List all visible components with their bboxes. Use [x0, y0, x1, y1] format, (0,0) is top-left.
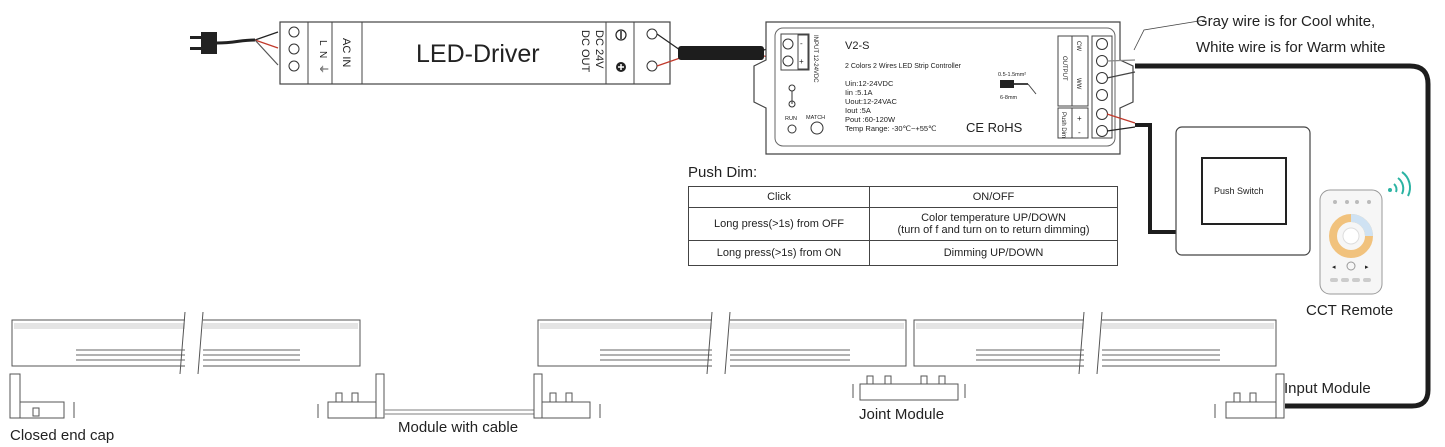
- spec-line-1: Uin:12-24VDC: [845, 79, 894, 88]
- joint-module-label: Joint Module: [859, 406, 945, 423]
- joint-module: [852, 375, 966, 401]
- antenna-icon: [788, 84, 796, 108]
- svg-text:▸: ▸: [1365, 264, 1369, 271]
- table-row: Long press(>1s) from ON Dimming UP/DOWN: [688, 240, 1118, 266]
- table-row: Long press(>1s) from OFF Color temperatu…: [688, 207, 1118, 241]
- table-cell-result: ON/OFF: [869, 186, 1118, 208]
- push-dim-label: Push Dim: [1060, 112, 1066, 138]
- controller-subtitle: 2 Colors 2 Wires LED Strip Controller: [845, 63, 962, 70]
- dc-voltage-label: DC 24V: [593, 30, 605, 69]
- wire-spec-2: 6-8mm: [1000, 95, 1018, 101]
- ac-terminal-ground: ⏚: [317, 64, 329, 74]
- push-dim-title: Push Dim:: [688, 164, 758, 181]
- module-with-cable-label: Module with cable: [398, 419, 519, 436]
- table-cell-result: Color temperature UP/DOWN (turn of f and…: [869, 207, 1118, 241]
- controller-input-label: INPUT 12-24VDC: [812, 35, 818, 83]
- run-led: [787, 124, 797, 134]
- dc-plus-terminal-icon: [616, 62, 626, 72]
- match-label: MATCH: [806, 115, 825, 121]
- table-cell-result: Dimming UP/DOWN: [869, 240, 1118, 266]
- ww-label: WW: [1075, 78, 1081, 90]
- table-cell-action: Click: [688, 186, 870, 208]
- led-driver: L N ⏚ AC IN LED-Driver DC OUT DC 24V: [279, 21, 671, 85]
- closed-end-cap: [9, 373, 75, 419]
- table-cell-action: Long press(>1s) from ON: [688, 240, 870, 266]
- wireless-signal-icon: [1388, 171, 1411, 197]
- wire-strip-icon: [1000, 80, 1037, 95]
- module-with-cable-left: [317, 373, 385, 419]
- table-cell-action: Long press(>1s) from OFF: [688, 207, 870, 241]
- v2s-controller: - + INPUT 12-24VDC V2-S 2 Colors 2 Wires…: [753, 21, 1134, 155]
- dc-out-label: DC OUT: [579, 30, 591, 72]
- driver-title: LED-Driver: [416, 40, 540, 68]
- strip-profile-2: [537, 311, 907, 375]
- cct-remote-label: CCT Remote: [1306, 302, 1394, 319]
- closed-end-cap-label: Closed end cap: [10, 427, 115, 444]
- strip-profile-3: [913, 311, 1277, 375]
- svg-text:+: +: [1077, 114, 1082, 123]
- push-switch: Push Switch: [1175, 126, 1311, 256]
- ac-terminal-n: N: [317, 51, 328, 58]
- spec-line-6: Temp Range: -30℃~+55℃: [845, 124, 937, 133]
- dc-minus-terminal-icon: [615, 29, 627, 41]
- table-row: Click ON/OFF: [688, 186, 1118, 208]
- controller-model: V2-S: [845, 40, 869, 52]
- svg-text:-: -: [800, 39, 803, 48]
- gray-wire-note: Gray wire is for Cool white,: [1196, 13, 1376, 30]
- match-button[interactable]: [810, 121, 824, 135]
- strip-profile-1: [11, 311, 361, 375]
- wire-spec-1: 0.5-1.5mm²: [998, 72, 1026, 78]
- input-module-label: Input Module: [1284, 380, 1371, 397]
- cw-label: CW: [1075, 41, 1081, 51]
- spec-line-4: Iout :5A: [845, 106, 871, 115]
- svg-text:◂: ◂: [1332, 264, 1336, 271]
- cct-remote: ◂ ▸: [1319, 189, 1383, 295]
- output-label: OUTPUT: [1061, 56, 1067, 81]
- ac-terminal-l: L: [317, 40, 328, 46]
- svg-text:+: +: [799, 57, 804, 66]
- push-dim-table: Click ON/OFF Long press(>1s) from OFF Co…: [688, 186, 1118, 266]
- certification-marks: CE RoHS: [966, 120, 1023, 135]
- svg-text:-: -: [1078, 128, 1081, 137]
- power-plug-icon: [190, 32, 256, 54]
- spec-line-5: Pout :60-120W: [845, 115, 896, 124]
- table-cell-result-line1: Color temperature UP/DOWN: [921, 212, 1066, 224]
- input-module: [1214, 373, 1285, 419]
- white-wire-note: White wire is for Warm white: [1196, 39, 1386, 56]
- table-cell-result-line2: (turn of f and turn on to return dimming…: [897, 224, 1090, 236]
- module-with-cable-right: [533, 373, 601, 419]
- run-label: RUN: [785, 116, 797, 122]
- spec-line-2: Iin :5.1A: [845, 88, 873, 97]
- spec-line-3: Uout:12-24VAC: [845, 97, 898, 106]
- ac-in-label: AC IN: [340, 38, 352, 67]
- push-switch-label: Push Switch: [1214, 186, 1264, 196]
